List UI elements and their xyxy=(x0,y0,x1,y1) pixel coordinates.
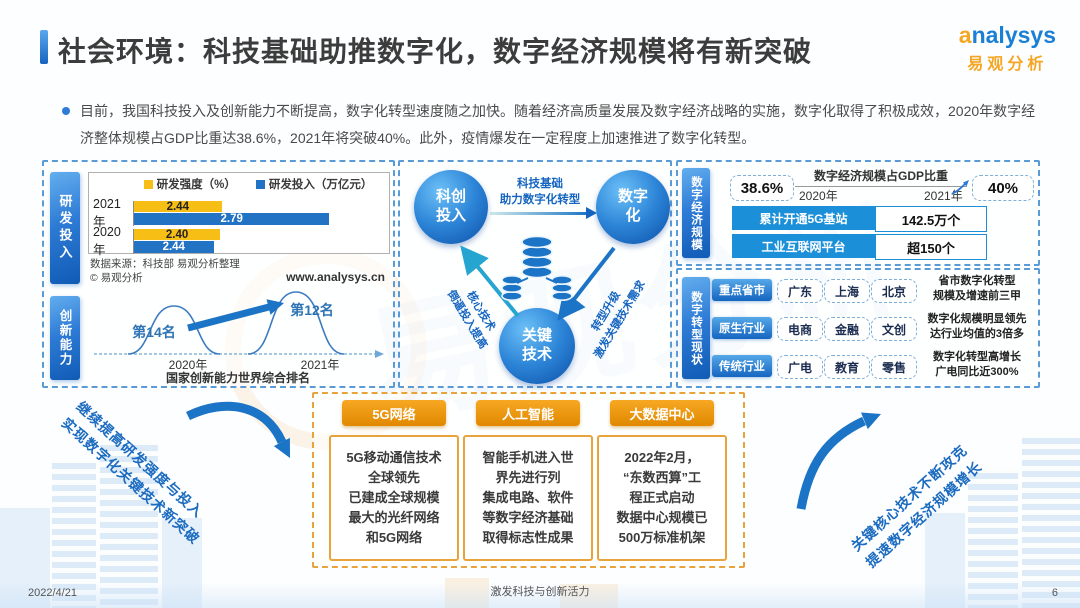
tech-card-datacenter: 大数据中心 2022年2月， “东数西算”工 程正式启动 数据中心规模已 500… xyxy=(597,400,727,561)
transform-panel: 数字转型现状 重点省市 广东 上海 北京 省市数字化转型 规模及增速前三甲 原生… xyxy=(676,268,1040,388)
node-invest: 科创 投入 xyxy=(414,170,488,244)
footer-slogan: 激发科技与创新活力 xyxy=(490,586,590,598)
tag: 上海 xyxy=(824,279,870,303)
copyright: © 易观分析 xyxy=(90,272,143,284)
stat-iiot-value: 超150个 xyxy=(875,234,987,260)
bell-curve-2020 xyxy=(127,305,221,355)
footer-date: 2022/4/21 xyxy=(28,587,77,599)
year-2021: 2021年 xyxy=(301,358,340,372)
page-title: 社会环境：科技基础助推数字化，数字经济规模将有新突破 xyxy=(58,36,813,67)
row-note: 数字化规模明显领先 达行业均值的3倍多 xyxy=(927,313,1027,340)
tech-panel: 5G网络 5G移动通信技术 全球领先 已建成全球规模 最大的光纤网络 和5G网络… xyxy=(312,392,745,568)
legend-swatch-blue xyxy=(255,179,265,189)
bell-curve-2021 xyxy=(247,291,345,355)
rank-up-arrow xyxy=(187,303,270,332)
title-accent-bar xyxy=(40,30,48,64)
rnd-panel: 研发投入 研发强度（%） 研发投入（万亿元） 2021年 2.44 2.79 xyxy=(42,160,395,388)
stat-iiot-label: 工业互联网平台 xyxy=(732,234,875,258)
database-icon xyxy=(501,235,573,301)
chart-row-2021: 2021年 2.44 2.79 xyxy=(93,197,385,230)
intro-paragraph: 目前，我国科技投入及创新能力不断提高，数字化转型速度随之加快。随着经济高质量发展… xyxy=(80,103,1036,147)
tag: 广东 xyxy=(777,279,823,303)
bar-strength-2020: 2.40 xyxy=(134,229,221,241)
edge-invest-to-digital xyxy=(490,212,588,215)
edge-top-label: 科技基础 助力数字化转型 xyxy=(499,178,581,206)
right-curved-arrow xyxy=(796,412,881,510)
legend-label: 研发投入（万亿元） xyxy=(268,179,373,191)
edge-digital-to-tech xyxy=(557,246,616,321)
rnd-tab: 研发投入 xyxy=(50,172,80,284)
bar-invest-2021: 2.79 xyxy=(134,213,330,225)
data-source: 数据来源：科技部 易观分析整理 xyxy=(90,258,240,270)
tag: 文创 xyxy=(871,317,917,341)
gdp-title: 数字经济规模占GDP比重 xyxy=(795,167,967,187)
year-2020: 2020年 xyxy=(169,358,208,372)
gdp-growth-arrow xyxy=(951,180,969,195)
building xyxy=(100,440,158,608)
transform-tab: 数字转型现状 xyxy=(682,277,710,379)
bar-strength-2021: 2.44 xyxy=(134,201,222,213)
rank-up-arrowhead xyxy=(266,299,284,315)
tech-card-5g: 5G网络 5G移动通信技术 全球领先 已建成全球规模 最大的光纤网络 和5G网络 xyxy=(329,400,459,561)
bar-track: 2.44 2.79 xyxy=(133,201,385,226)
legend-swatch-yellow xyxy=(143,179,153,189)
website: www.analysys.cn xyxy=(286,270,385,284)
economy-tab: 数字经济规模 xyxy=(682,168,710,258)
economy-panel: 数字经济规模 数字经济规模占GDP比重 38.6% 2020年 2021年 40… xyxy=(676,160,1040,266)
tag: 广电 xyxy=(777,355,823,379)
rank-2020: 第14名 xyxy=(132,324,176,340)
tag: 教育 xyxy=(824,355,870,379)
gdp-2020-value: 38.6% xyxy=(730,175,794,201)
legend-item: 研发强度（%） xyxy=(143,176,236,192)
row-note: 数字化转型高增长 广电同比近300% xyxy=(933,351,1021,378)
axis-arrowhead xyxy=(375,350,384,358)
innovation-rank-chart: 第14名 第12名 2020年 2021年 国家创新能力世界综合排名 xyxy=(94,291,384,384)
tech-card-header: 5G网络 xyxy=(342,400,446,426)
category-label: 2021年 xyxy=(93,197,121,229)
row-label-provinces: 重点省市 xyxy=(712,279,772,301)
left-curved-arrow xyxy=(186,401,290,458)
footer-page-number: 6 xyxy=(1051,587,1058,599)
stat-5g-value: 142.5万个 xyxy=(875,206,987,232)
tech-card-body: 5G移动通信技术 全球领先 已建成全球规模 最大的光纤网络 和5G网络 xyxy=(329,435,459,561)
rank-2021: 第12名 xyxy=(290,302,334,318)
ground-tint xyxy=(0,582,1080,608)
logo-brand-cn: 易观分析 xyxy=(967,56,1048,73)
tag: 北京 xyxy=(871,279,917,303)
logo-brand-text: analysys xyxy=(958,22,1056,48)
category-label: 2020年 xyxy=(93,225,121,257)
cycle-panel: 科技基础 助力数字化转型 科创 投入 数字 化 关键 技术 核心技术 倒逼投入提… xyxy=(398,160,672,388)
tech-card-ai: 人工智能 智能手机进入世 界先进行列 集成电路、软件 等数字经济基础 取得标志性… xyxy=(463,400,593,561)
row-label-traditional: 传统行业 xyxy=(712,355,772,377)
tech-card-header: 大数据中心 xyxy=(610,400,714,426)
gdp-2020-label: 2020年 xyxy=(799,189,838,203)
innovation-tab: 创新能力 xyxy=(50,296,80,380)
chart-legend: 研发强度（%） 研发投入（万亿元） xyxy=(129,176,387,192)
row-note: 省市数字化转型 规模及增速前三甲 xyxy=(933,275,1021,302)
tech-card-body: 智能手机进入世 界先进行列 集成电路、软件 等数字经济基础 取得标志性成果 xyxy=(463,435,593,561)
cycle-arrows xyxy=(460,245,616,321)
tag: 金融 xyxy=(824,317,870,341)
edge-arrowhead xyxy=(586,207,597,219)
stat-5g-label: 累计开通5G基站 xyxy=(732,206,875,230)
chart-row-2020: 2020年 2.40 2.44 xyxy=(93,225,385,258)
row-label-native: 原生行业 xyxy=(712,317,772,339)
legend-item: 研发投入（万亿元） xyxy=(255,176,373,192)
gdp-2021-value: 40% xyxy=(972,175,1034,201)
bar-invest-2020: 2.44 xyxy=(134,241,214,253)
bullet-dot xyxy=(62,107,70,115)
tag: 零售 xyxy=(871,355,917,379)
tag: 电商 xyxy=(777,317,823,341)
rnd-bar-chart: 研发强度（%） 研发投入（万亿元） 2021年 2.44 2.79 2020年 … xyxy=(88,172,390,257)
tech-card-header: 人工智能 xyxy=(476,400,580,426)
analysys-logo: analysys 易观分析 xyxy=(959,22,1056,74)
legend-label: 研发强度（%） xyxy=(156,179,236,191)
tech-card-body: 2022年2月， “东数西算”工 程正式启动 数据中心规模已 500万标准机架 xyxy=(597,435,727,561)
rank-caption: 国家创新能力世界综合排名 xyxy=(166,370,310,384)
building xyxy=(1022,433,1080,608)
edge-tech-to-invest xyxy=(460,245,520,318)
node-digital: 数字 化 xyxy=(596,170,670,244)
bar-track: 2.40 2.44 xyxy=(133,229,385,254)
